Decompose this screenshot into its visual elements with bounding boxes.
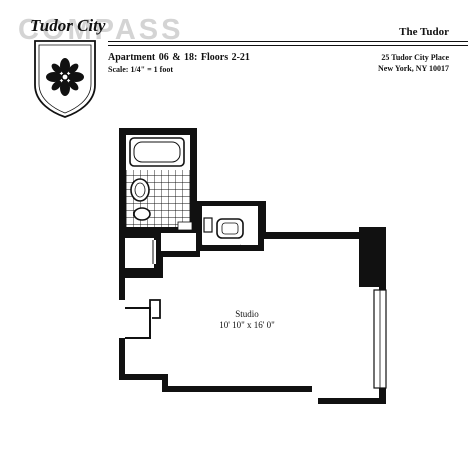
shield-rosette-icon: [34, 40, 96, 118]
kitchenette: [196, 201, 266, 260]
bathroom: [119, 128, 197, 233]
apartment-title: Apartment 06 & 18: Floors 2-21: [108, 52, 250, 63]
address-line-2: New York, NY 10017: [378, 64, 449, 73]
closet: [119, 233, 161, 273]
tudor-city-script-logo: Tudor City: [30, 16, 106, 35]
building-name: The Tudor: [399, 26, 449, 38]
room-name: Studio: [235, 309, 259, 319]
studio-room: [119, 227, 387, 404]
header-rule-thin: [108, 45, 468, 46]
address-line-1: 25 Tudor City Place: [381, 53, 449, 62]
room-dimensions: 10' 10" x 16' 0": [219, 320, 275, 330]
address-block: 25 Tudor City Place New York, NY 10017: [378, 52, 449, 74]
kitchen-sink-icon: [216, 218, 244, 239]
toilet-icon: [130, 178, 150, 202]
scale-note: Scale: 1/4" = 1 foot: [108, 65, 173, 74]
studio-label: Studio 10' 10" x 16' 0": [212, 309, 282, 331]
bathtub-icon: [129, 137, 185, 167]
header-rule: [108, 41, 468, 42]
stove-icon: [203, 217, 213, 233]
sink-icon: [133, 207, 151, 221]
